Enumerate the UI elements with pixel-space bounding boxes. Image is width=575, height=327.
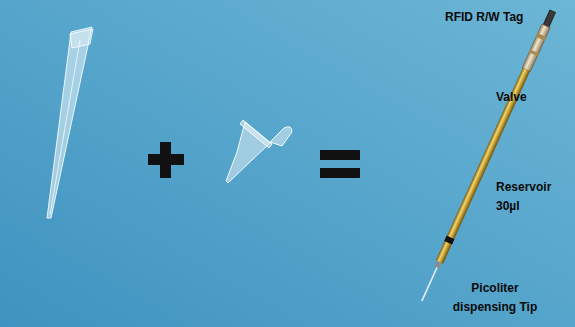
plus-sign [148,142,184,178]
dispensing-device [417,9,557,303]
equals-sign [320,150,360,178]
pipette-tip [47,27,93,218]
part-label: Picoliter dispensing Tip [440,279,550,317]
part-label: Valve [496,88,566,107]
reaction-tube [226,120,292,183]
part-label: RFID R/W Tag [445,8,555,27]
part-label: Reservoir 30µl [496,178,562,216]
